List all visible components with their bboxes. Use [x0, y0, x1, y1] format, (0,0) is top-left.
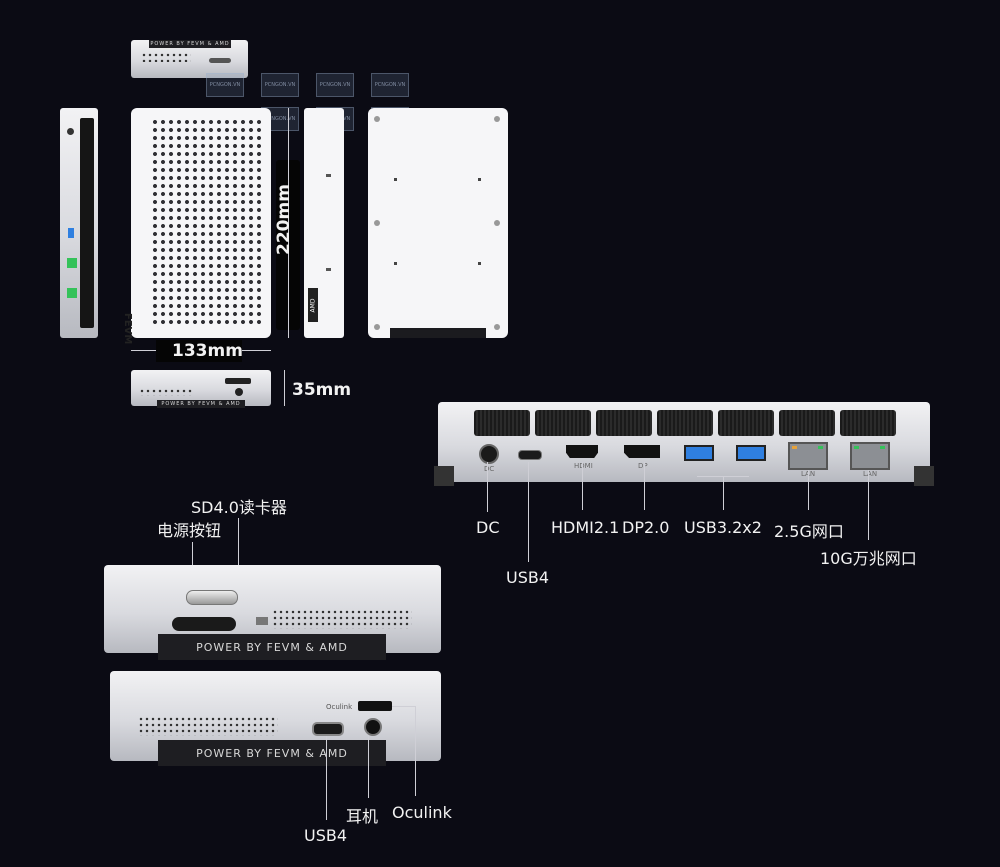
label-headphone: 耳机: [346, 807, 379, 826]
watermark-tile: PCNGON.VN: [261, 73, 299, 97]
oculink-port: [358, 701, 392, 711]
front-mini-view: POWER BY FEVM & AMD: [131, 370, 271, 408]
rear-side-view: [60, 108, 98, 338]
power-button: [186, 590, 238, 605]
label-usb4-front: USB4: [304, 826, 348, 845]
lan-port-2-5g: [788, 442, 828, 470]
usb-a-port-2: [736, 445, 766, 461]
oculink-small-label: Oculink: [326, 703, 353, 711]
height-dimension-label: 220mm: [274, 184, 294, 255]
top-view-strip: POWER BY FEVM & AMD: [131, 40, 248, 78]
dc-jack: [479, 444, 499, 464]
lan-port-10g: [850, 442, 890, 470]
watermark-tile: PCNGON.VN: [371, 73, 409, 97]
label-power-button: 电源按钮: [157, 521, 222, 540]
front-bottom-plate: POWER BY FEVM & AMD: [158, 740, 386, 766]
dp-small-label: DP: [638, 462, 648, 470]
vent-pattern: [151, 118, 263, 328]
headphone-jack: [364, 718, 382, 736]
front-top-plate: POWER BY FEVM & AMD: [158, 634, 386, 660]
hdmi-port: [566, 445, 598, 458]
usb4-port: [518, 450, 542, 460]
label-sd-reader: SD4.0读卡器: [191, 498, 287, 517]
label-dc: DC: [476, 518, 500, 537]
watermark-tile: PCNGON.VN: [316, 73, 354, 97]
depth-dimension-label: 35mm: [292, 380, 352, 400]
front-top-vent: [272, 609, 412, 629]
label-lan-10g: 10G万兆网口: [820, 549, 917, 568]
watermark-tile: PCNGON.VN: [206, 73, 244, 97]
label-oculink: Oculink: [392, 803, 452, 822]
back-plate-view: [368, 108, 508, 338]
fevm-logo: FEVM: [122, 313, 133, 345]
label-dp: DP2.0: [622, 518, 670, 537]
usb4-front-port: [312, 722, 344, 736]
sd-card-slot: [172, 617, 236, 631]
dp-port: [624, 445, 660, 458]
label-hdmi: HDMI2.1: [551, 518, 620, 537]
narrow-side-view: AMD: [304, 108, 344, 338]
label-lan-2-5g: 2.5G网口: [774, 522, 844, 541]
label-usb32: USB3.2x2: [684, 518, 762, 537]
amd-side-logo: AMD: [308, 288, 318, 322]
front-bottom-vent: [138, 716, 278, 736]
width-dimension-bar: [156, 340, 242, 362]
top-view-plate: POWER BY FEVM & AMD: [149, 40, 231, 48]
usb-a-port-1: [684, 445, 714, 461]
dc-small-label: DC: [484, 465, 495, 473]
rear-port-panel: DC HDMI DP LAN LAN: [438, 402, 930, 482]
width-dimension-label: 133mm: [172, 341, 243, 361]
lan2-small-label: LAN: [863, 470, 878, 478]
hdmi-small-label: HDMI: [574, 462, 593, 470]
label-usb4-rear: USB4: [506, 568, 550, 587]
main-vent-face: FEVM: [122, 108, 271, 344]
